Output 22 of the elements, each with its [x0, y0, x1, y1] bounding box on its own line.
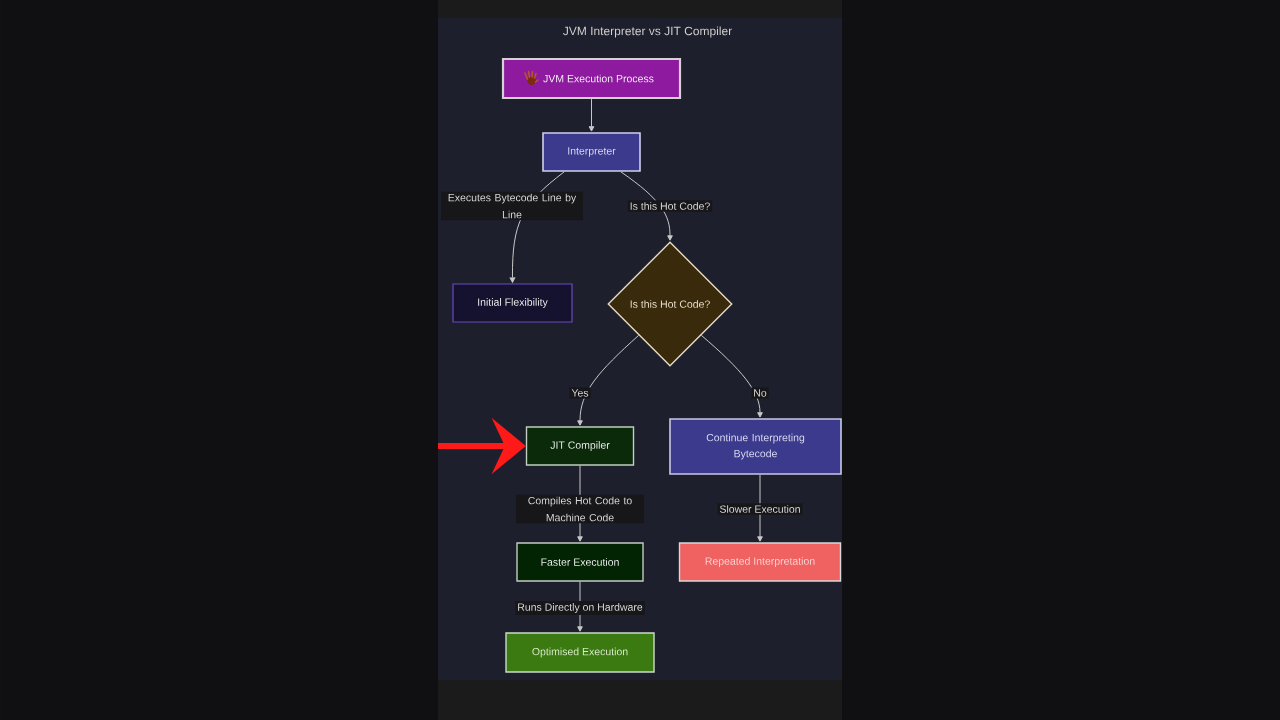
arrow: [577, 581, 583, 632]
arrow: [577, 334, 640, 426]
edge-label: Yes: [569, 387, 591, 399]
process-box: Continue Interpreting Bytecode: [669, 418, 842, 475]
process-box: Faster Execution: [516, 542, 644, 582]
process-box: Initial Flexibility: [452, 283, 573, 323]
edge-label: Compiles Hot Code to Machine Code: [516, 494, 644, 524]
edge-label: No: [751, 387, 769, 399]
title: JVM Interpreter vs JIT Compiler: [563, 26, 732, 38]
process-box: JVM Execution Process: [501, 57, 682, 100]
edge-label: Runs Directly on Hardware: [515, 601, 645, 615]
arrow: [588, 98, 595, 132]
arrow: [700, 334, 763, 418]
arrow: [757, 474, 763, 542]
edge-label: Is this Hot Code?: [627, 200, 713, 212]
edge-label: Slower Execution: [717, 503, 803, 515]
edge-label: Executes Bytecode Line by Line: [441, 191, 583, 221]
process-box: Optimised Execution: [505, 632, 655, 673]
process-box: JIT Compiler: [525, 426, 635, 466]
process-box: Repeated Interpretation: [678, 542, 842, 582]
arrow: [620, 171, 673, 241]
process-box: Interpreter: [542, 132, 641, 172]
